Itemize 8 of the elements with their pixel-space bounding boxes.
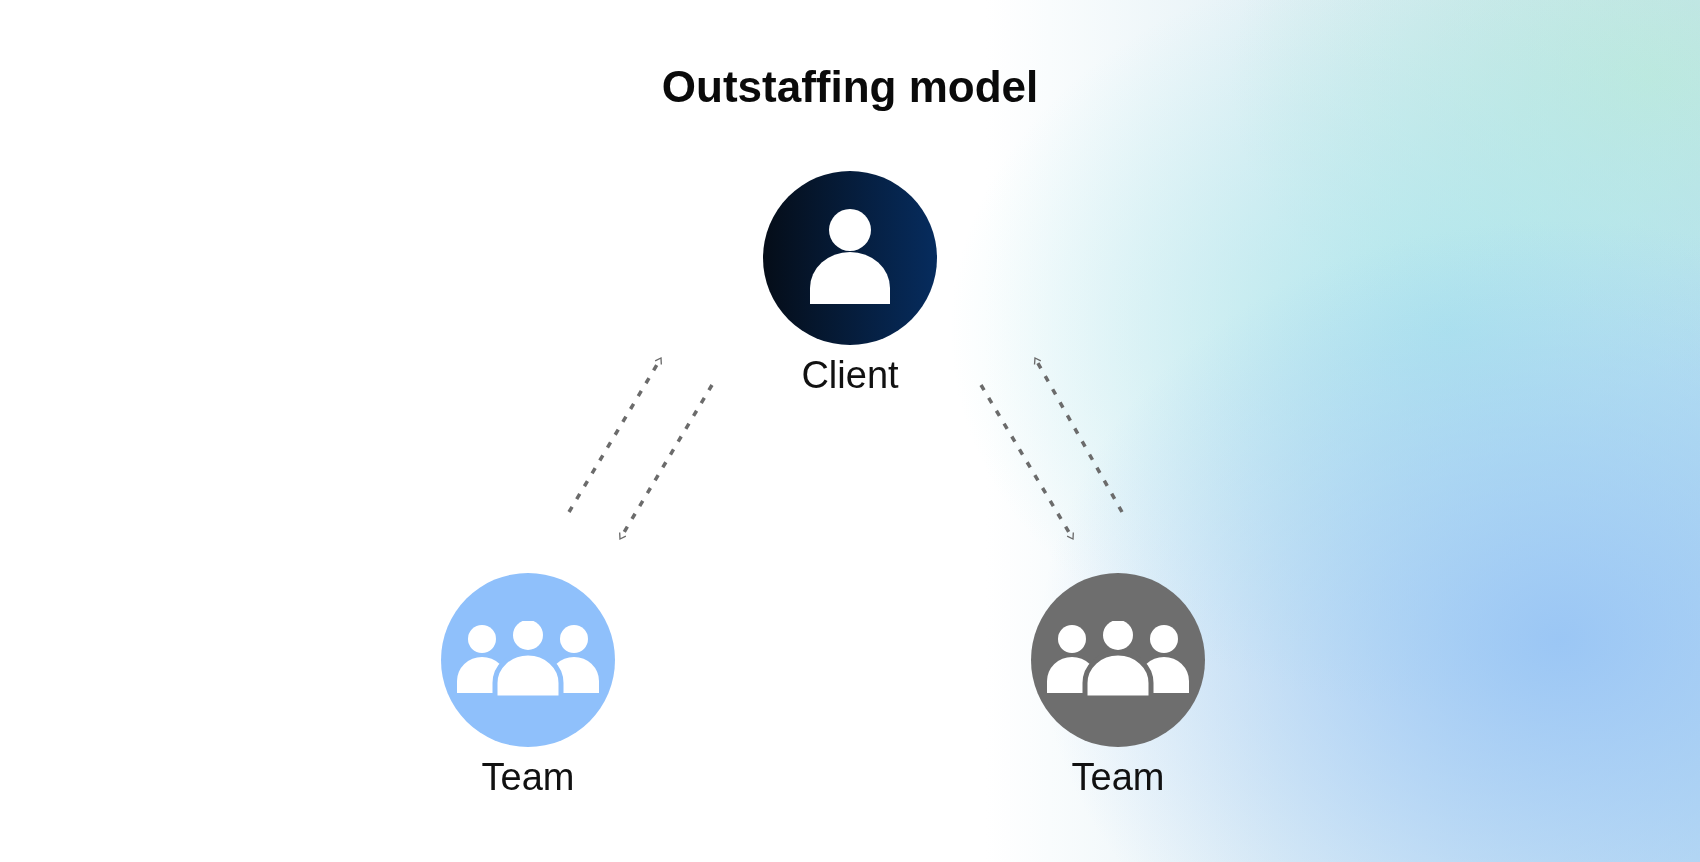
dashed-arrow — [979, 384, 1075, 540]
dashed-arrow — [1033, 357, 1124, 513]
dashed-arrow — [618, 384, 714, 540]
dashed-arrow — [567, 357, 663, 513]
node-label: Team — [481, 755, 575, 800]
node-label: Client — [801, 353, 899, 398]
node-label: Team — [1071, 755, 1165, 800]
title: Outstaffing model — [660, 62, 1040, 112]
